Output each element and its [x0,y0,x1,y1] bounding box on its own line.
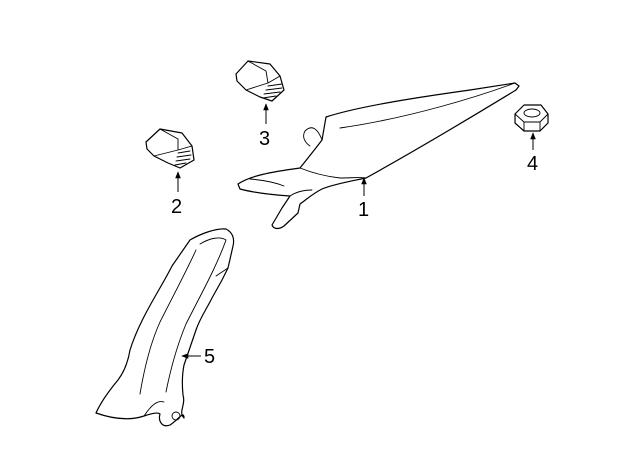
part-4-hex-nut [514,104,549,132]
part-1-pillar-trim-panel [237,82,520,230]
callout-4-label: 4 [527,153,538,175]
callout-1-label: 1 [358,199,369,221]
callout-5-label: 5 [204,346,215,368]
callout-2-label: 2 [171,196,182,218]
callout-3-label: 3 [259,128,270,150]
part-2-clip [145,128,195,169]
part-5-pillar-trim-panel [95,228,235,427]
part-3-clip [235,60,285,102]
